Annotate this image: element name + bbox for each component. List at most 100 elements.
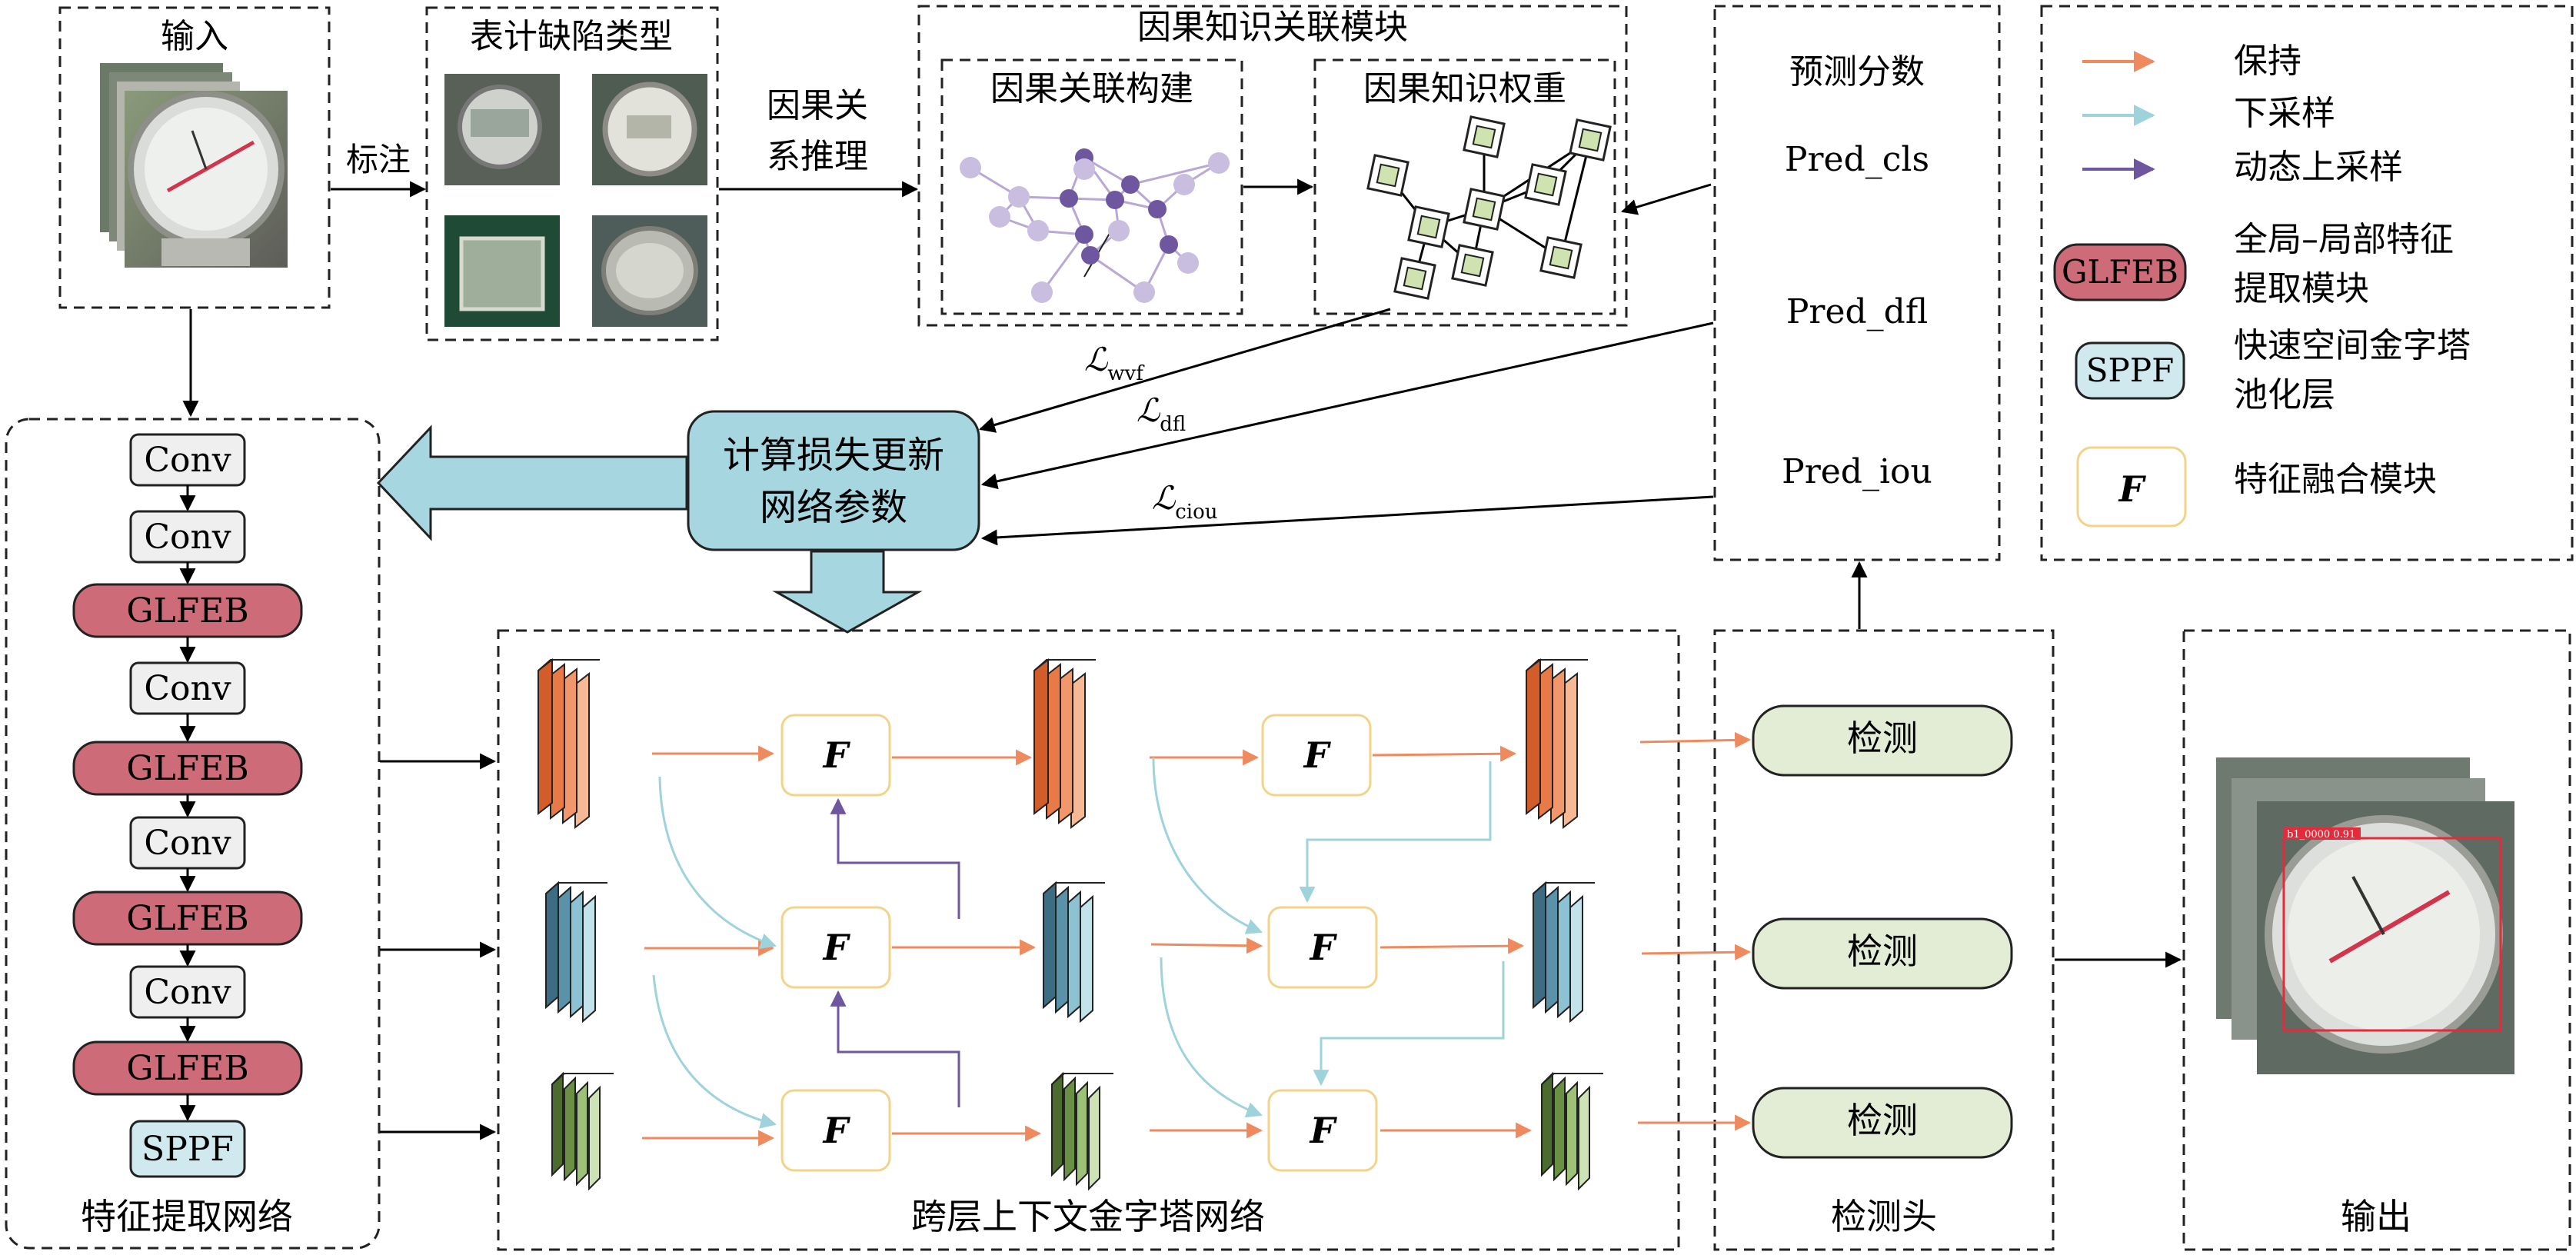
- fuse-label: F: [822, 1110, 851, 1151]
- fuse-label: F: [822, 734, 851, 776]
- loss-dfl-arrow: [980, 321, 1714, 490]
- loss-line-1: 计算损失更新: [723, 434, 944, 477]
- loss-wvf-arrow: [978, 308, 1391, 433]
- detect-box-1: [1752, 704, 2013, 777]
- backbone-block-label: GLFEB: [126, 591, 248, 631]
- input-meter-stack: [100, 63, 288, 268]
- graph-node: [1160, 235, 1178, 254]
- pred-cls: Pred_cls: [1785, 140, 1929, 179]
- causal-title: 因果知识关联模块: [1137, 8, 1408, 47]
- graph-node: [1208, 152, 1230, 174]
- graph-node: [1027, 220, 1049, 241]
- loss-box: [687, 410, 980, 551]
- backbone-block-sppf: [129, 1120, 246, 1178]
- fuse-module: [780, 714, 891, 797]
- legend-sppf-tag: SPPF: [2086, 351, 2174, 389]
- graph-node: [1106, 191, 1124, 209]
- graph-node: [1173, 174, 1195, 195]
- backbone-block-label: SPPF: [141, 1130, 234, 1169]
- backbone-block-label: Conv: [144, 518, 231, 557]
- legend-glfeb-desc-2: 提取模块: [2234, 269, 2369, 308]
- legend-fuse-swatch: [2076, 446, 2187, 528]
- detection-bbox: [2282, 837, 2502, 1032]
- fuse-module: [1261, 714, 1372, 797]
- graph-node: [1133, 281, 1155, 303]
- causal-sub2: 因果知识权重: [1363, 69, 1566, 108]
- loss-ciou-arrow: [980, 495, 1714, 546]
- neck-stack-p3-in: [551, 1073, 614, 1085]
- legend-glfeb-tag: GLFEB: [2062, 253, 2178, 291]
- pred-dfl: Pred_dfl: [1786, 292, 1928, 331]
- loss-dfl-label: ℒdfl: [1137, 391, 1186, 436]
- graph-node: [1075, 225, 1093, 244]
- detect-heads: 检测 检测 检测: [1752, 704, 2013, 1159]
- graph-node: [960, 157, 981, 178]
- loss-ciou-label: ℒciou: [1152, 479, 1218, 524]
- backbone-block-label: Conv: [144, 824, 231, 863]
- inference-label-1: 因果关: [767, 86, 868, 125]
- fuse-module: [1267, 1089, 1378, 1172]
- legend-down-label: 下采样: [2234, 94, 2335, 133]
- defect-images: [444, 74, 707, 327]
- fuse-label: F: [1303, 734, 1332, 776]
- neck-title: 跨层上下文金字塔网络: [911, 1196, 1265, 1237]
- loss-line-2: 网络参数: [760, 486, 907, 529]
- neck-stack-p5-out: [1526, 659, 1588, 671]
- dashed-frames: [5, 5, 2574, 1251]
- legend-fuse-tag: F: [2118, 468, 2147, 510]
- legend-sppf-desc-1: 快速空间金字塔: [2234, 326, 2471, 365]
- graph-node: [1008, 186, 1030, 208]
- detect-box-3: [1752, 1087, 2013, 1159]
- graph-node: [989, 206, 1010, 228]
- input-title: 输入: [161, 17, 228, 56]
- neck-stack-p3-mid: [1051, 1073, 1113, 1085]
- output-title: 输出: [2341, 1196, 2411, 1237]
- detect-box-2: [1752, 917, 2013, 990]
- backbone-block-label: Conv: [144, 669, 231, 708]
- backbone-block-label: Conv: [144, 973, 231, 1012]
- legend-fuse-desc: 特征融合模块: [2234, 460, 2437, 499]
- backbone-title: 特征提取网络: [81, 1196, 293, 1237]
- backbone-block-label: GLFEB: [126, 749, 248, 788]
- fuse-label: F: [1309, 1110, 1338, 1151]
- neck-stack-p5-in: [537, 659, 600, 671]
- detect-label-2: 检测: [1847, 930, 1918, 972]
- causal-graph: [960, 148, 1230, 303]
- label-arrow-text: 标注: [346, 141, 411, 178]
- fuse-module: [780, 1089, 891, 1172]
- graph-node: [1121, 175, 1140, 194]
- neck-stack-p4-in: [545, 882, 607, 894]
- neck-stack-p4-out: [1533, 882, 1595, 894]
- neck-stack-p3-out: [1541, 1073, 1603, 1085]
- fuse-module: [1267, 906, 1378, 989]
- defects-title: 表计缺陷类型: [470, 17, 673, 56]
- backbone-block-label: GLFEB: [126, 1049, 248, 1088]
- graph-node: [1177, 252, 1199, 274]
- graph-node: [1108, 220, 1130, 241]
- pred-iou: Pred_iou: [1782, 452, 1932, 491]
- detect-label-3: 检测: [1847, 1100, 1918, 1141]
- fuse-module: [780, 906, 891, 989]
- fuse-label: F: [1309, 927, 1338, 968]
- legend-glfeb-swatch: [2053, 243, 2187, 301]
- fuse-label: F: [822, 927, 851, 968]
- graph-node: [1081, 246, 1100, 265]
- legend: 保持 下采样 动态上采样 GLFEB 全局–局部特征 提取模块 SPPF 快速空…: [2053, 42, 2471, 528]
- backbone-block-label: GLFEB: [126, 899, 248, 938]
- legend-keep-label: 保持: [2234, 42, 2301, 81]
- legend-up-label: 动态上采样: [2234, 148, 2403, 187]
- graph-node: [1060, 189, 1078, 208]
- legend-glfeb-desc-1: 全局–局部特征: [2234, 220, 2454, 259]
- head-title: 检测头: [1831, 1196, 1937, 1237]
- output-image-stack: b1_0000 0.91: [2216, 757, 2514, 1074]
- neck-stack-p4-mid: [1043, 882, 1105, 894]
- pred-to-causal-arrow: [1620, 183, 1712, 215]
- neck-network: F F F F F F: [537, 657, 1752, 1191]
- inference-label-2: 系推理: [767, 137, 868, 176]
- legend-sppf-desc-2: 池化层: [2234, 375, 2335, 414]
- graph-node: [1031, 281, 1053, 303]
- loss-wvf-label: ℒwvf: [1084, 341, 1145, 385]
- detect-label-1: 检测: [1847, 717, 1918, 759]
- legend-sppf-swatch: [2075, 341, 2185, 400]
